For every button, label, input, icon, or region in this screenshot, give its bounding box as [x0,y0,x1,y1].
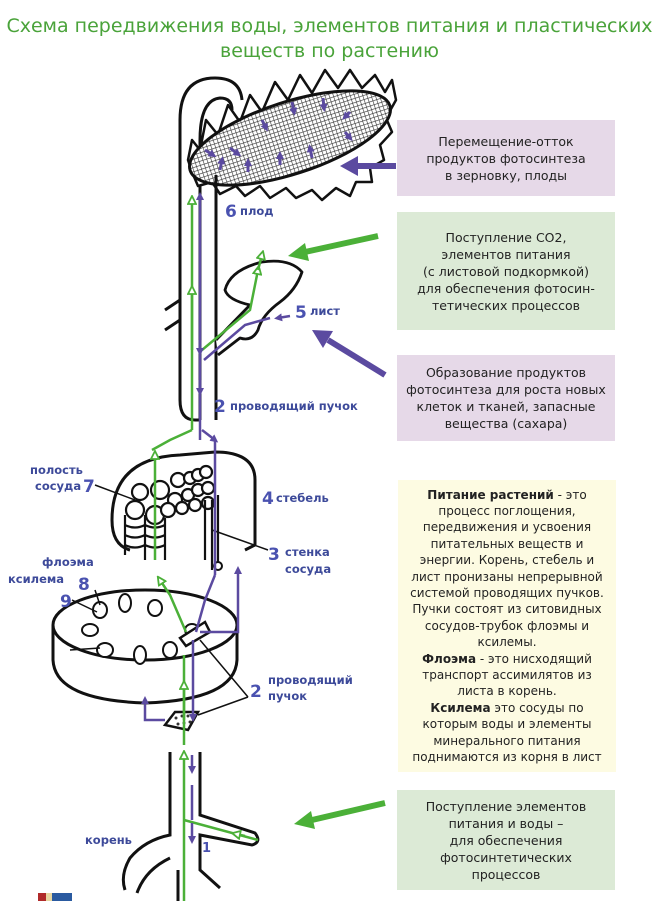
arrow-up-left-purple-icon [312,330,387,378]
nutrition-text: транспорт ассимилятов из [422,668,592,683]
label-bundle-bottom-line2: пучок [268,689,307,703]
label-wall-line1: стенка [285,545,330,559]
label-stem: стебель [276,491,329,505]
term-xylem: Ксилема [430,700,491,715]
outflow-info-box: Перемещение-отток продуктов фотосинтеза … [397,120,615,196]
nutrition-text: передвижения и усвоения [422,520,592,535]
nutrition-line-1: Питание растений - это [398,487,616,503]
xylem-definition-rest: это сосуды по [490,700,584,715]
water-line-2: питания и воды – [448,815,564,831]
nutrition-text: системой проводящих пучков. [410,585,604,600]
nutrition-text: поднимаются из корня в лист [412,750,602,765]
label-bundle-bottom-line1: проводящий [268,673,353,687]
label-phloem: флоэма [42,555,94,569]
label-bundle-bottom-number: 2 [250,682,262,702]
term-plant-nutrition: Питание растений [427,487,554,502]
arrow-left-green-icon [288,233,379,261]
label-cavity-line2: сосуда [35,479,81,493]
stem-section [94,450,269,571]
label-phloem-number: 8 [78,575,90,595]
label-bundle-top-number: 2 [214,397,226,417]
water-info-box: Поступление элементов питания и воды – д… [397,790,615,890]
arrow-left-green-icon [294,800,386,829]
water-line-3: для обеспечения [449,832,563,848]
products-line-3: клеток и тканей, запасные [416,399,596,414]
nutrition-text: минерального питания [433,733,581,748]
phloem-definition: Флоэма - это нисходящий [398,651,616,667]
label-stem-number: 4 [262,489,274,509]
arrow-left-purple-icon [340,156,396,176]
phloem-flow-root-section [141,566,242,722]
xylem-definition: Ксилема это сосуды по [398,700,616,716]
nutrition-text: питательных веществ и [430,536,584,551]
co2-info-box: Поступление СО2, элементов питания (с ли… [397,212,615,330]
phloem-flow-upper [196,192,291,443]
leaf-outline [214,259,304,357]
water-line-1: Поступление элементов [425,798,587,814]
label-cavity-line1: полость [30,463,83,477]
diagram-title: Схема передвижения воды, элементов питан… [0,14,659,64]
co2-line-5: тетических процессов [431,297,581,313]
label-leaf: лист [310,304,340,318]
label-bundle-top: проводящий пучок [230,399,358,413]
outflow-line-2: продуктов фотосинтеза [426,150,586,166]
nutrition-definition-box: Питание растений - это процесс поглощени… [398,480,616,772]
term-phloem: Флоэма [422,651,477,666]
nutrition-text: Пучки состоят из ситовидных [412,602,602,617]
label-root: корень [85,833,132,847]
products-info-box: Образование продуктов фотосинтеза для ро… [397,355,615,441]
label-fruit-number: 6 [225,202,237,222]
nutrition-text: процесс поглощения, [438,503,576,518]
products-line-1: Образование продуктов [425,365,587,380]
nutrition-line-1-rest: - это [553,487,587,502]
flag-stripe-blue [52,893,72,901]
title-line-2: веществ по растению [220,40,439,62]
co2-line-3: (с листовой подкормкой) [423,263,589,279]
outflow-line-3: в зерновку, плоды [444,167,567,183]
phloem-definition-rest: - это нисходящий [476,651,592,666]
flag-stripe-red [38,893,46,901]
label-root-number: 1 [202,841,211,856]
outflow-line-1: Перемещение-отток [438,133,574,149]
label-xylem: ксилема [8,572,64,586]
xylem-flow-root-section [160,580,186,745]
sunflower-head [178,68,398,400]
nutrition-text: лист пронизаны непрерывной [411,569,603,584]
xylem-flow-upper [151,200,262,452]
nutrition-text: ксилемы. [477,635,537,650]
nutrition-text: сосудов-трубок флоэмы и [424,618,590,633]
nutrition-text: энергии. Корень, стебель и [419,553,595,568]
co2-line-2: элементов питания [441,246,571,262]
label-fruit: плод [240,204,274,218]
label-leaf-number: 5 [295,303,307,323]
nutrition-text: которым воды и элементы [422,717,592,732]
flag-stripe-beige [46,893,52,901]
products-line-2: фотосинтеза для роста новых [406,382,606,397]
co2-line-4: для обеспечения фотосин- [417,280,595,296]
products-line-4: вещества (сахара) [444,416,568,431]
water-line-5: процессов [471,866,541,882]
water-line-4: фотосинтетических [440,849,572,865]
root-section [51,588,249,732]
title-line-1: Схема передвижения воды, элементов питан… [6,15,653,37]
label-xylem-number: 9 [60,592,72,612]
label-wall-line2: сосуда [285,562,331,576]
label-wall-number: 3 [268,545,280,565]
root [121,752,260,901]
label-cavity-number: 7 [83,477,95,497]
nutrition-text: листа в корень. [457,684,557,699]
co2-line-1: Поступление СО2, [445,229,567,245]
xylem-flow-root [184,755,259,901]
